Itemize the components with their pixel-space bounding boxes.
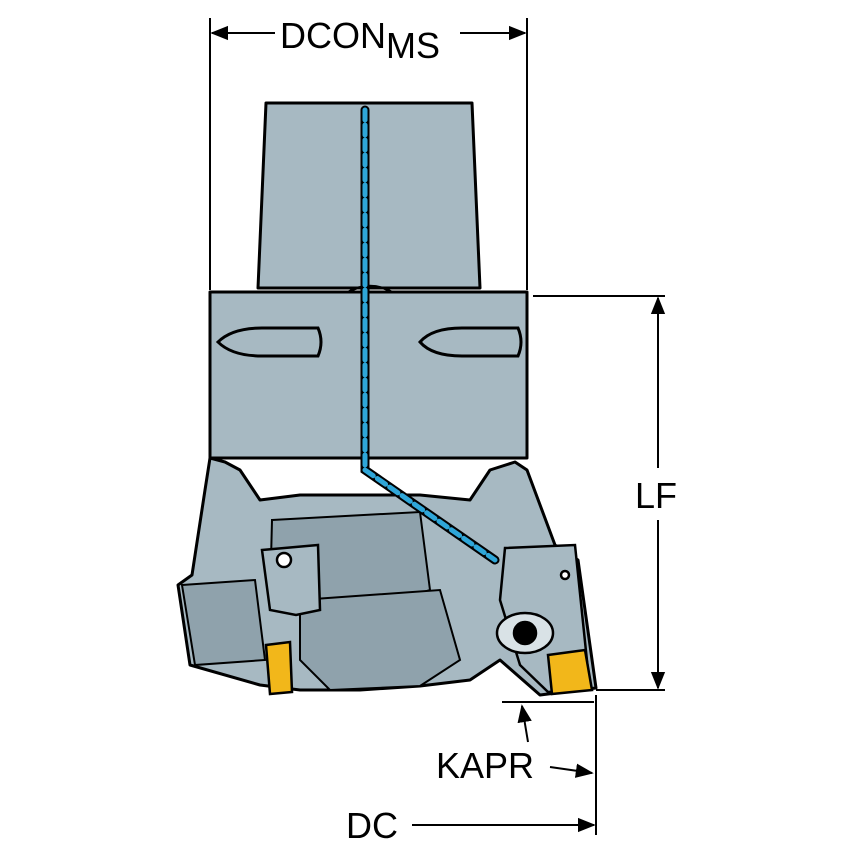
drive-slot-left <box>215 326 323 358</box>
dimension-lines <box>209 18 666 835</box>
lf-label: LF <box>635 475 677 516</box>
insert-left <box>264 640 294 696</box>
coolant-channel <box>360 105 500 565</box>
dcon-subscript: MS <box>386 25 440 66</box>
drive-slots <box>215 326 523 358</box>
insert-pocket-left <box>260 543 322 617</box>
head-shading <box>180 510 462 692</box>
insert-right <box>546 648 594 696</box>
cutting-inserts <box>264 640 594 696</box>
dcon-label: DCONMS <box>280 15 440 66</box>
dc-label: DC <box>346 805 398 846</box>
kapr-label: KAPR <box>436 745 534 786</box>
drive-slot-right <box>418 326 523 358</box>
shank-notch <box>347 284 393 294</box>
clamp-screw-icon <box>495 611 555 655</box>
